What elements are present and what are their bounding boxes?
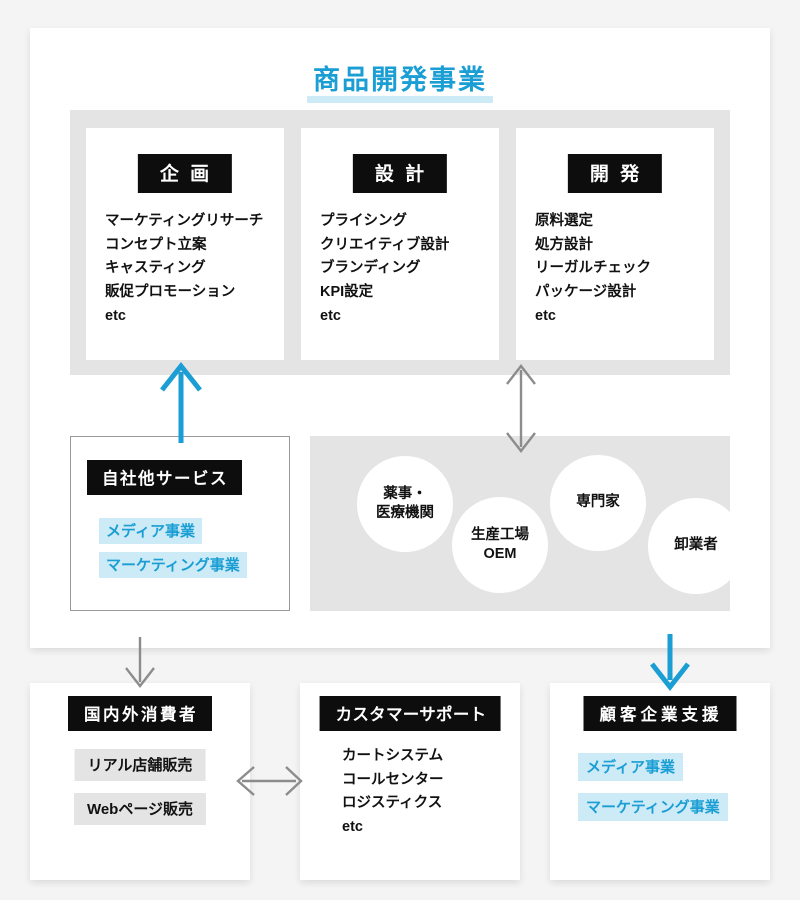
phase-item: etc [105, 307, 126, 324]
phase-item: プライシング [320, 213, 407, 229]
partners-panel: 薬事・ 医療機関 生産工場 OEM 専門家 卸業者 [310, 436, 744, 611]
phase-item: KPI設定 [320, 283, 374, 300]
phase-items-development: 原料選定 処方設計 リーガルチェック パッケージ設計 etc [535, 210, 651, 328]
consumer-tag-retail[interactable]: リアル店舗販売 [74, 749, 206, 781]
partner-label-line1: 生産工場 [471, 526, 529, 543]
partner-label-line2: OEM [483, 546, 517, 562]
customer-support-item: ロジスティクス [342, 795, 443, 812]
title-underline [307, 96, 493, 103]
phase-items-planning: マーケティングリサーチ コンセプト立案 キャスティング 販促プロモーション et… [105, 210, 263, 328]
phase-item: etc [320, 307, 341, 324]
partner-circle-label: 卸業者 [674, 537, 718, 554]
phase-card-design[interactable]: 設 計 プライシング クリエイティブ設計 ブランディング KPI設定 etc [301, 128, 499, 360]
phase-item: 処方設計 [535, 236, 593, 253]
phase-item: パッケージ設計 [535, 283, 637, 300]
phase-item: etc [535, 307, 556, 324]
phase-item: コンセプト立案 [105, 236, 207, 253]
partner-label-line2: 医療機関 [376, 505, 434, 521]
phase-card-development[interactable]: 開 発 原料選定 処方設計 リーガルチェック パッケージ設計 etc [516, 128, 714, 360]
partner-circle-factory-oem[interactable]: 生産工場 OEM [452, 497, 548, 593]
consumer-tag-web[interactable]: Webページ販売 [73, 793, 207, 825]
bottom-badge-client-support: 顧客企業支援 [583, 696, 737, 731]
partner-label-line1: 薬事・ [383, 485, 427, 502]
phase-item: 販促プロモーション [105, 283, 236, 300]
client-support-tag-marketing[interactable]: マーケティング事業 [578, 793, 728, 821]
phase-card-list: 企 画 マーケティングリサーチ コンセプト立案 キャスティング 販促プロモーショ… [86, 128, 714, 360]
self-service-badge: 自社他サービス [87, 460, 242, 495]
partner-circle-wholesaler[interactable]: 卸業者 [648, 498, 744, 594]
phase-item: リーガルチェック [535, 260, 651, 277]
phase-badge-development: 開 発 [567, 154, 663, 193]
customer-support-item: etc [342, 818, 363, 835]
partner-circle-expert[interactable]: 専門家 [550, 455, 646, 551]
self-service-tag-marketing[interactable]: マーケティング事業 [99, 552, 247, 578]
phase-badge-planning: 企 画 [137, 154, 233, 193]
page-title: 商品開発事業 [30, 58, 770, 103]
partner-circle-label: 生産工場 OEM [471, 526, 529, 564]
phase-item: キャスティング [105, 260, 206, 277]
bottom-card-customer-support[interactable]: カスタマーサポート カートシステム コールセンター ロジスティクス etc [300, 683, 520, 880]
partner-circle-label: 薬事・ 医療機関 [376, 485, 434, 523]
partner-circle-regulatory-medical[interactable]: 薬事・ 医療機関 [357, 456, 453, 552]
phases-panel: 企 画 マーケティングリサーチ コンセプト立案 キャスティング 販促プロモーショ… [70, 110, 730, 375]
main-card: 商品開発事業 企 画 マーケティングリサーチ コンセプト立案 キャスティング 販… [30, 28, 770, 648]
customer-support-item: コールセンター [342, 771, 444, 788]
bottom-badge-customer-support: カスタマーサポート [319, 696, 501, 731]
phase-item: マーケティングリサーチ [105, 213, 264, 229]
phase-card-planning[interactable]: 企 画 マーケティングリサーチ コンセプト立案 キャスティング 販促プロモーショ… [86, 128, 284, 360]
phase-item: ブランディング [320, 260, 421, 277]
bottom-card-consumers[interactable]: 国内外消費者 リアル店舗販売 Webページ販売 [30, 683, 250, 880]
phase-badge-design: 設 計 [352, 154, 448, 193]
self-service-box[interactable]: 自社他サービス メディア事業 マーケティング事業 [70, 436, 290, 611]
phase-item: クリエイティブ設計 [320, 236, 450, 253]
phase-items-design: プライシング クリエイティブ設計 ブランディング KPI設定 etc [320, 210, 449, 328]
self-service-tag-media[interactable]: メディア事業 [99, 518, 202, 544]
client-support-tag-media[interactable]: メディア事業 [578, 753, 683, 781]
bottom-card-client-support[interactable]: 顧客企業支援 メディア事業 マーケティング事業 [550, 683, 770, 880]
phase-item: 原料選定 [535, 213, 593, 229]
bottom-badge-consumers: 国内外消費者 [68, 696, 212, 731]
customer-support-item: カートシステム [342, 748, 444, 764]
customer-support-items: カートシステム コールセンター ロジスティクス etc [342, 745, 444, 840]
page-title-text: 商品開発事業 [313, 65, 487, 95]
partner-circle-label: 専門家 [576, 494, 620, 511]
